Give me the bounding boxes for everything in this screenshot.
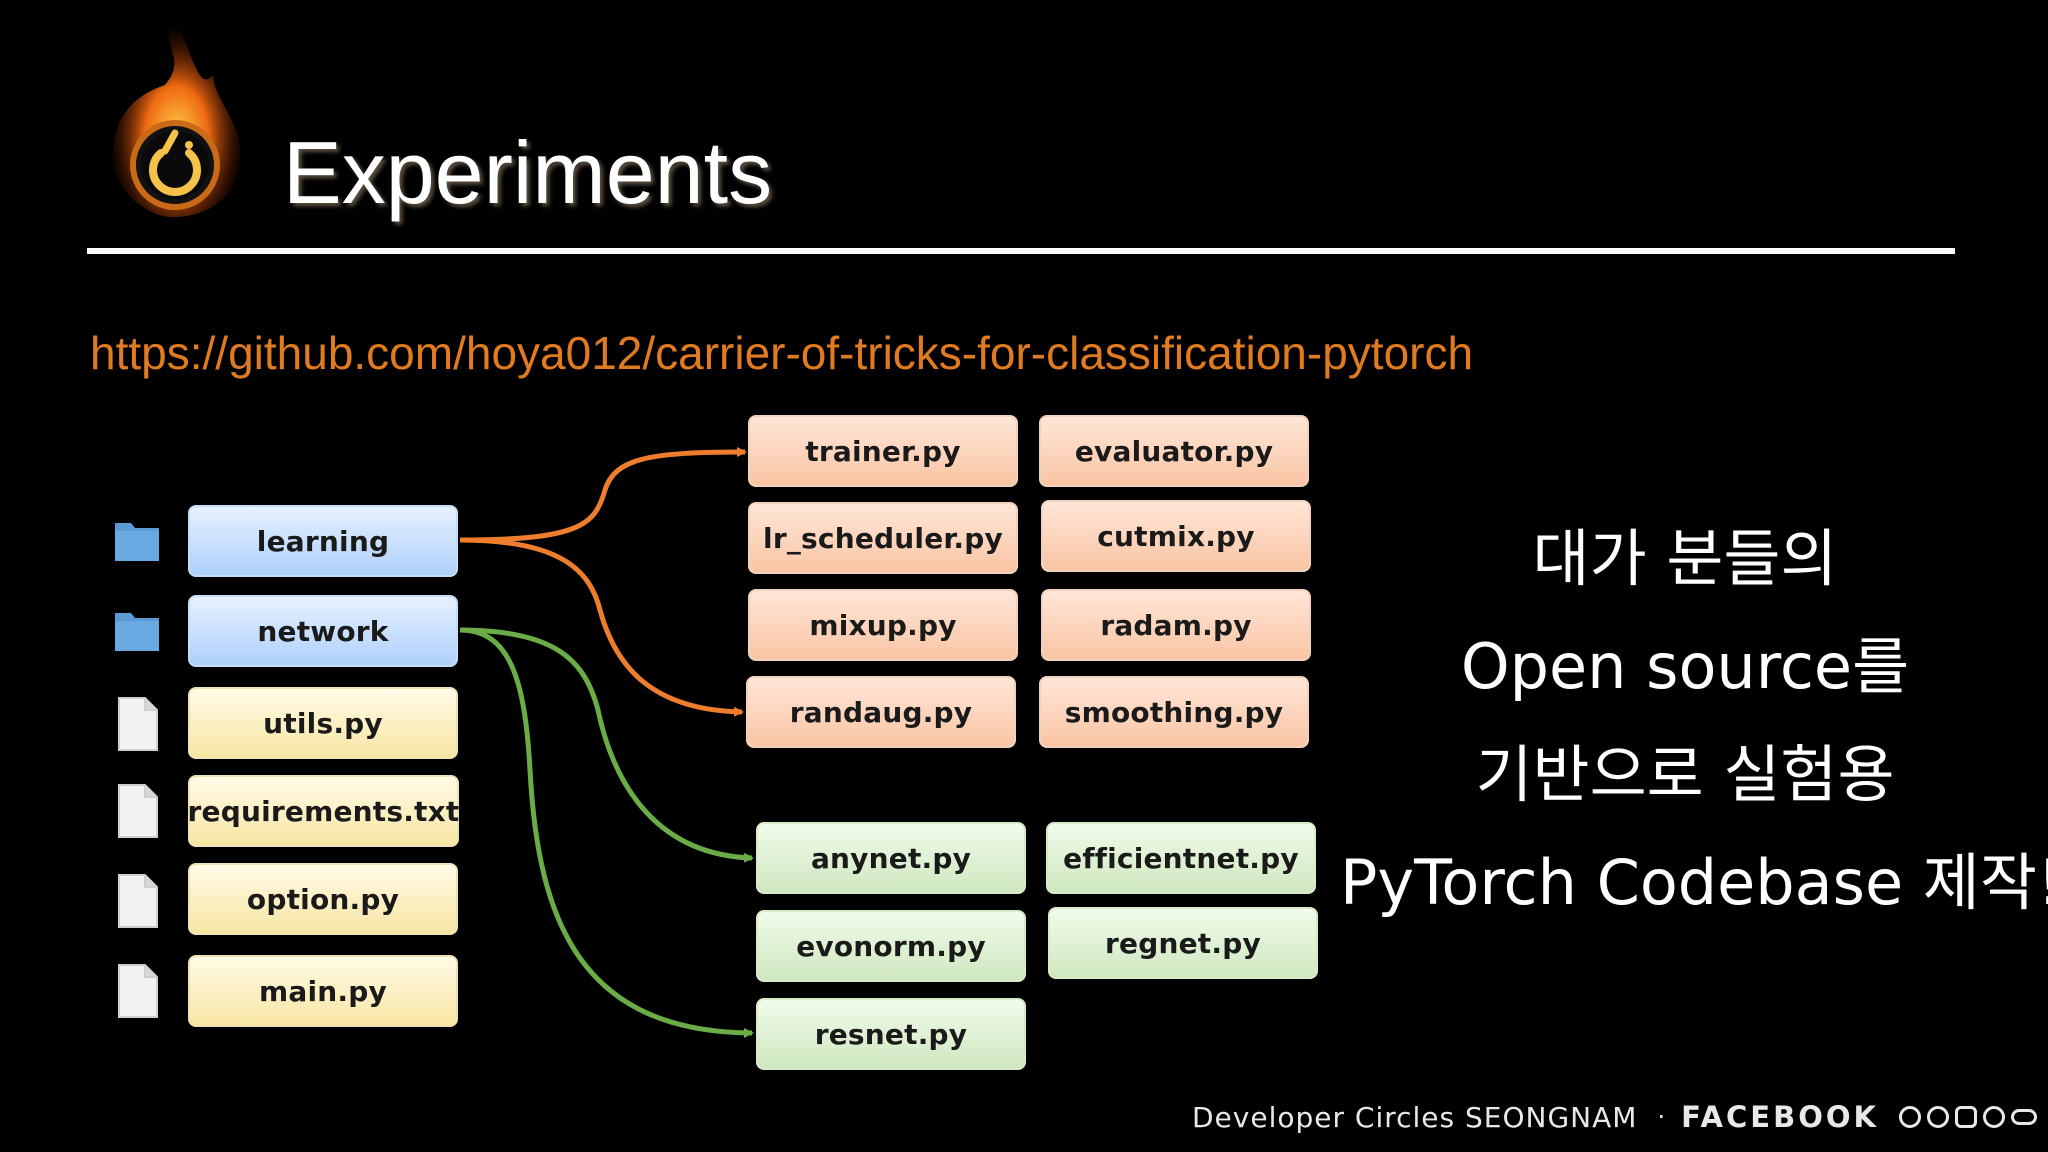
arrow-network-to-resnet: [459, 627, 754, 1038]
file-randaug: randaug.py: [746, 676, 1016, 748]
side-text-line: 기반으로 실험용: [1475, 738, 1895, 811]
file-icon: [118, 784, 158, 838]
github-url: https://github.com/hoya012/carrier-of-tr…: [90, 327, 1474, 379]
side-text-line: 대가 분들의: [1532, 522, 1838, 595]
file-resnet: resnet.py: [756, 998, 1026, 1070]
file-evaluator: evaluator.py: [1039, 415, 1309, 487]
footer-separator: ·: [1657, 1103, 1666, 1131]
file-icon: [118, 697, 158, 751]
oculus-icon: [2010, 1109, 2037, 1125]
social-icons: [1898, 1106, 2037, 1128]
footer: Developer Circles SEONGNAM · FACEBOOK: [1192, 1094, 2037, 1140]
file-radam: radam.py: [1041, 589, 1311, 661]
file-option: option.py: [188, 863, 458, 935]
facebook-icon: [1898, 1106, 1921, 1128]
title-divider: [87, 248, 1955, 254]
file-lr-scheduler: lr_scheduler.py: [748, 502, 1018, 574]
file-main: main.py: [188, 955, 458, 1027]
whatsapp-icon: [1982, 1106, 2005, 1128]
instagram-icon: [1954, 1106, 1977, 1128]
footer-organizer: Developer Circles SEONGNAM: [1192, 1100, 1638, 1134]
folder-learning: learning: [188, 505, 458, 577]
side-description: 대가 분들의 Open source를 기반으로 실험용 PyTorch Cod…: [1340, 505, 2048, 937]
file-evonorm: evonorm.py: [756, 910, 1026, 982]
footer-brand: FACEBOOK: [1681, 1100, 1879, 1134]
file-regnet: regnet.py: [1048, 907, 1318, 979]
file-utils: utils.py: [188, 687, 458, 759]
folder-network: network: [188, 595, 458, 667]
side-text-line: Open source를: [1460, 630, 1910, 703]
arrow-learning-to-trainer: [459, 447, 747, 543]
file-trainer: trainer.py: [748, 415, 1018, 487]
file-efficientnet: efficientnet.py: [1046, 822, 1316, 894]
file-mixup: mixup.py: [748, 589, 1018, 661]
arrow-network-to-anynet: [459, 627, 754, 863]
folder-icon: [115, 613, 159, 651]
file-requirements: requirements.txt: [188, 775, 459, 847]
arrow-learning-to-randaug: [459, 537, 744, 717]
file-anynet: anynet.py: [756, 822, 1026, 894]
file-icon: [118, 964, 158, 1018]
messenger-icon: [1926, 1106, 1949, 1128]
side-text-line: PyTorch Codebase 제작!: [1340, 846, 2048, 919]
file-cutmix: cutmix.py: [1041, 500, 1311, 572]
slide-title: Experiments: [283, 123, 773, 222]
folder-icon: [115, 523, 159, 561]
file-smoothing: smoothing.py: [1039, 676, 1309, 748]
file-icon: [118, 874, 158, 928]
pytorch-flame-logo: [112, 15, 241, 218]
